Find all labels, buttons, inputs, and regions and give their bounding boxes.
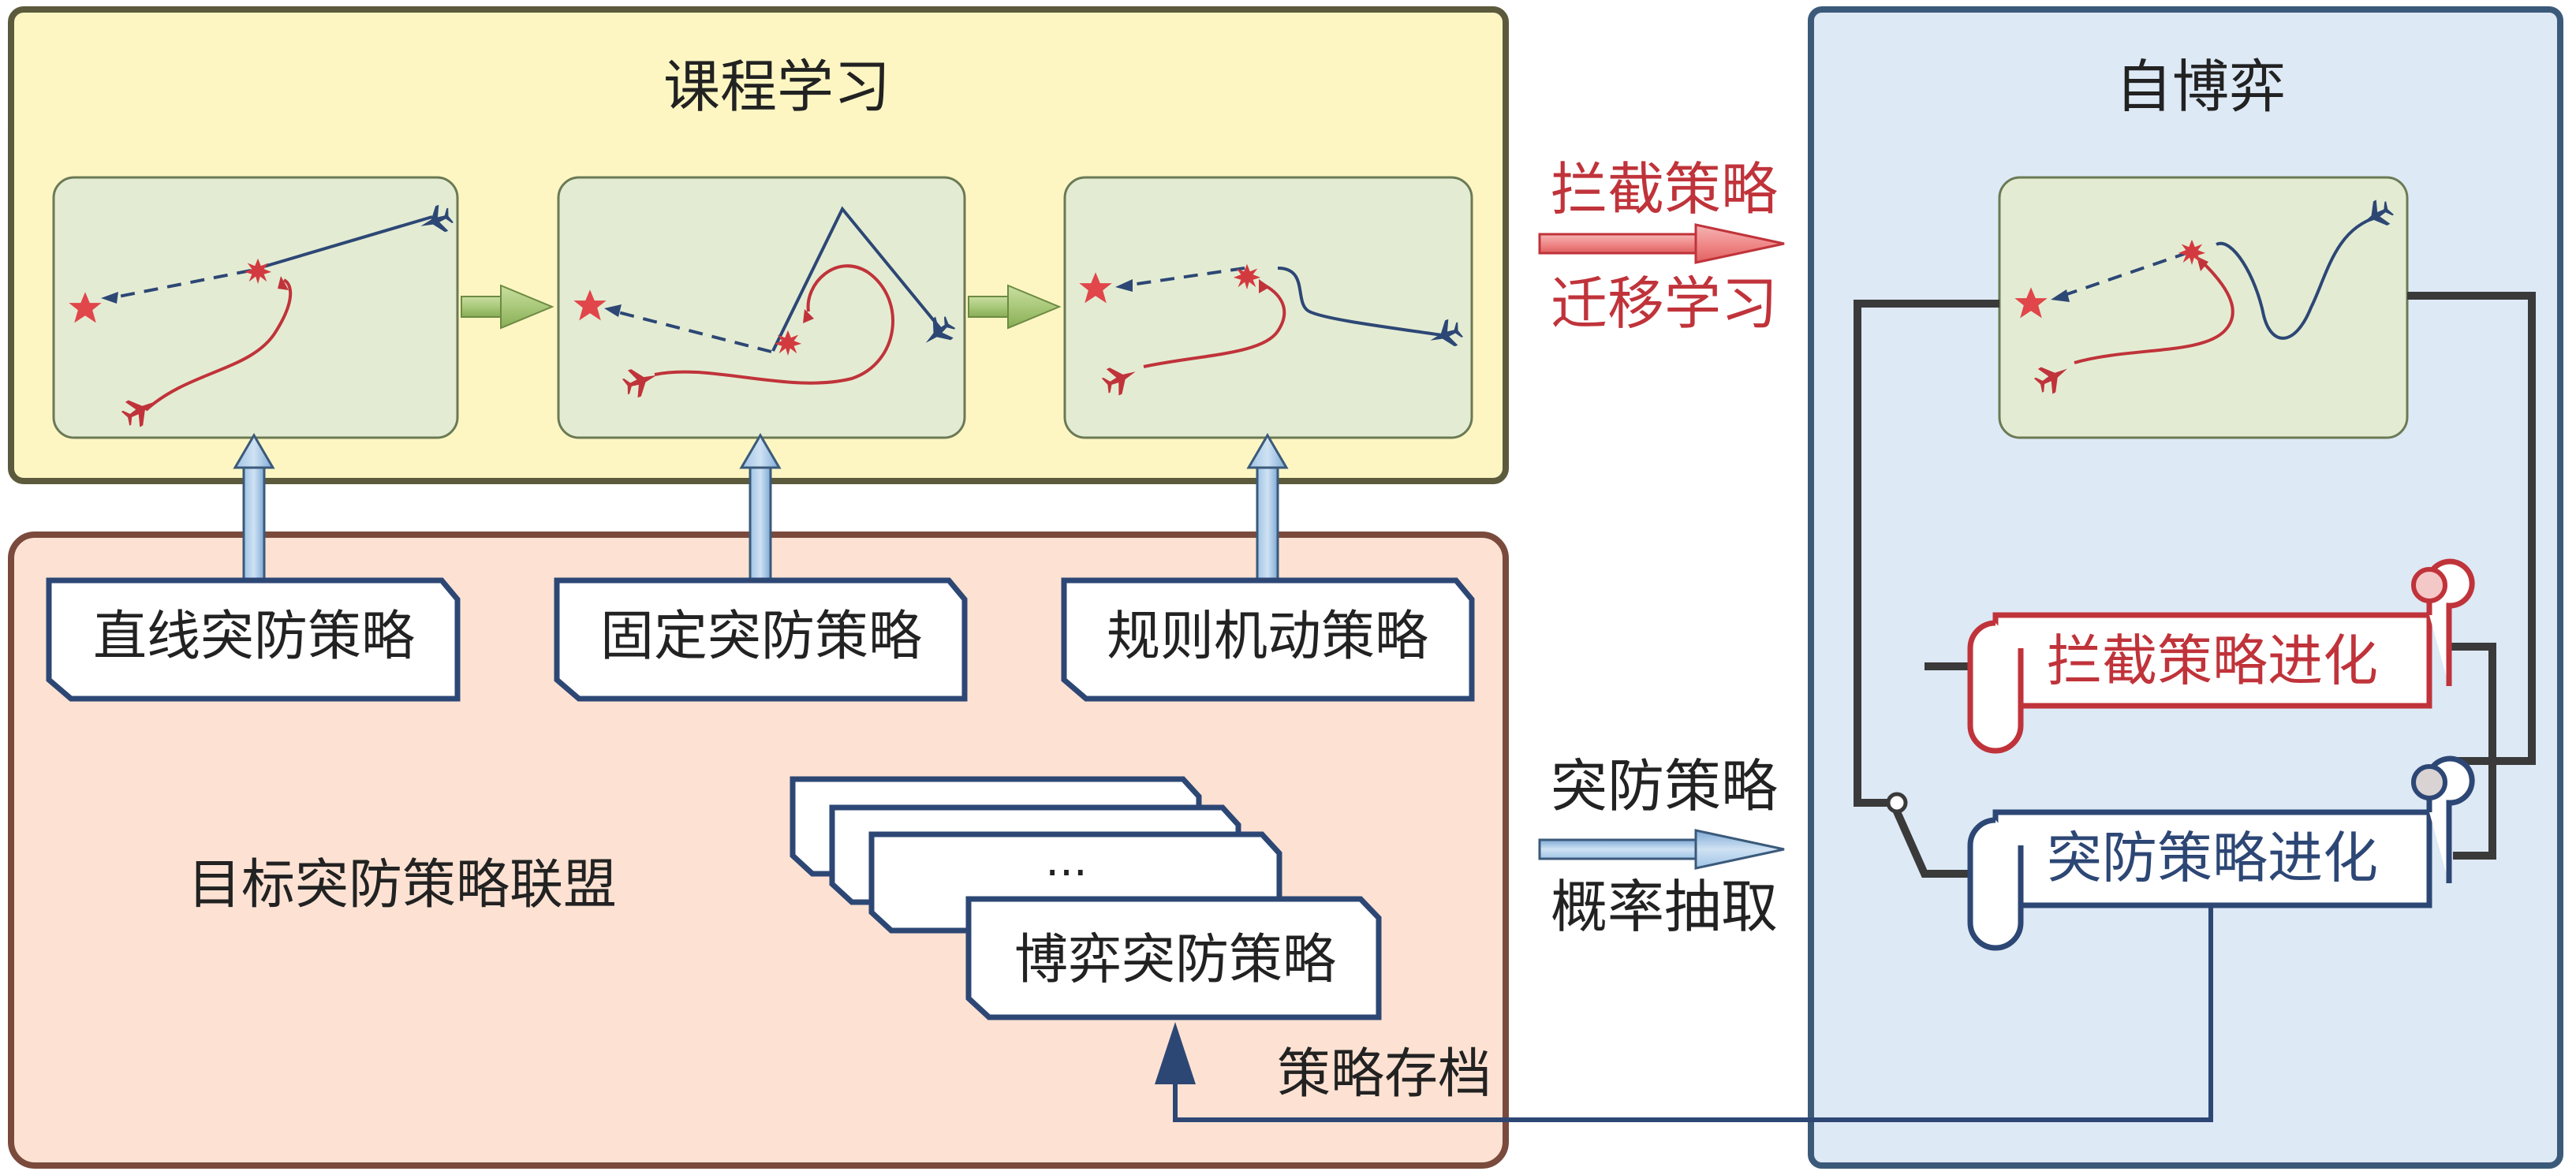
curriculum-arrow-2 — [968, 284, 1062, 330]
svg-text:规则机动策略: 规则机动策略 — [1107, 606, 1428, 668]
intercept-evolution-label: 拦截策略进化 — [2047, 629, 2378, 693]
intercept-evolution-scroll: 拦截策略进化 — [1967, 558, 2475, 754]
alliance-title: 目标突防策略联盟 — [188, 854, 617, 916]
curriculum-title: 课程学习 — [663, 54, 890, 120]
archive-arrowhead — [1155, 1022, 1196, 1084]
curriculum-arrow-1 — [461, 284, 554, 330]
stack-ellipsis: ... — [1045, 835, 1087, 886]
card-up-arrow-1 — [233, 433, 275, 584]
strategy-card-straight: 直线突防策略 — [46, 577, 461, 702]
selfplay-connectors — [1854, 292, 2536, 878]
sampling-arrow — [1538, 829, 1785, 870]
svg-text:直线突防策略: 直线突防策略 — [93, 606, 415, 668]
sampling-label-1: 突防策略 — [1551, 753, 1778, 819]
penetration-evolution-scroll: 突防策略进化 — [1967, 755, 2475, 951]
transfer-label-2: 迁移学习 — [1551, 270, 1778, 337]
strategy-card-fixed: 固定突防策略 — [554, 577, 968, 702]
penetration-evolution-label: 突防策略进化 — [2047, 826, 2378, 890]
sampling-label-2: 概率抽取 — [1551, 874, 1778, 940]
switch-node — [1886, 792, 1908, 814]
svg-text:固定突防策略: 固定突防策略 — [600, 606, 922, 668]
selfplay-panel — [1998, 176, 2409, 439]
card-up-arrow-3 — [1246, 433, 1289, 584]
selfplay-title: 自博弈 — [2115, 54, 2286, 120]
stack-front-label: 博弈突防策略 — [1014, 929, 1336, 991]
game-strategy-stack: ... 博弈突防策略 — [790, 776, 1382, 1020]
curriculum-panel-straight — [52, 176, 459, 439]
archive-label: 策略存档 — [1277, 1043, 1491, 1106]
strategy-card-maneuver: 规则机动策略 — [1061, 577, 1475, 702]
archive-line — [1173, 905, 2213, 1122]
card-up-arrow-2 — [739, 433, 782, 584]
transfer-arrow — [1538, 223, 1785, 264]
curriculum-panel-fixed — [557, 176, 966, 439]
curriculum-panel-maneuver — [1063, 176, 1473, 439]
transfer-label-1: 拦截策略 — [1551, 156, 1778, 222]
